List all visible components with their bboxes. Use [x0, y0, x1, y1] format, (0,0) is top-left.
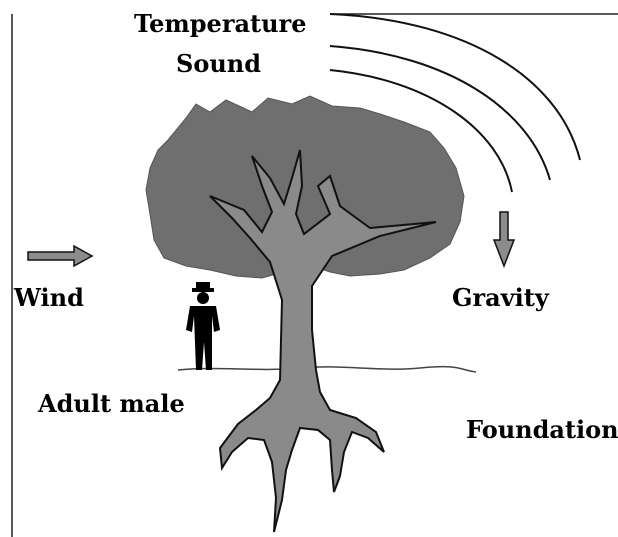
gravity-arrow — [494, 212, 514, 266]
gravity-label: Gravity — [452, 286, 549, 310]
adult-male-silhouette — [186, 282, 220, 370]
wind-label: Wind — [14, 286, 84, 310]
head — [197, 292, 209, 304]
adult-male-label: Adult male — [38, 392, 185, 416]
foundation-label: Foundation — [466, 418, 618, 442]
temperature-label: Temperature — [134, 12, 306, 36]
body — [186, 306, 220, 370]
ground-line — [178, 367, 476, 372]
wind-arrow — [28, 246, 92, 266]
sound-label: Sound — [176, 52, 261, 76]
hat-crown — [196, 282, 210, 290]
